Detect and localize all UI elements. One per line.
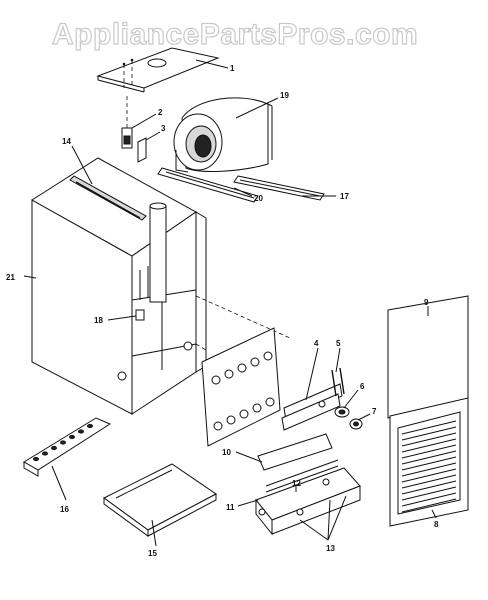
burner-port [60,440,66,445]
callout-1: 1 [230,64,235,73]
grille-louver [401,432,457,447]
part-14-top-rail [69,175,147,221]
callout-9: 9 [424,298,429,307]
burner-port [87,423,93,429]
grille-louver [401,462,457,477]
callout-21: 21 [6,273,15,282]
grille-louver [401,456,457,471]
callout-14: 14 [62,137,71,146]
part-10-deflector [257,433,333,471]
part-15-bottom-tray [103,463,217,537]
callout-20: 20 [254,194,263,203]
grille-louver [401,450,457,465]
grille-louver [401,474,457,489]
callout-15: 15 [148,549,157,558]
callout-4: 4 [314,339,319,348]
burner-access-panel [201,327,281,447]
callout-8: 8 [434,520,439,529]
burner-port [33,456,39,462]
grille-louver [401,498,457,513]
callout-12: 12 [292,479,301,488]
burner-port [78,429,84,434]
callout-17: 17 [340,192,349,201]
part-21-cabinet [31,157,207,415]
callout-16: 16 [60,505,69,514]
part-6-valve [334,406,350,418]
watermark: AppliancePartsPros.com [52,18,418,51]
callout-18-upper: 18 [94,316,103,325]
part-20-rail [157,167,259,203]
part-1-top-plate [96,47,220,93]
part-8-grille [389,397,469,527]
burner-port [42,451,48,456]
burner-port [69,434,75,440]
callout-6: 6 [360,382,365,391]
callout-2: 2 [158,108,163,117]
part-3-clip [137,137,147,163]
part-5-burners [331,367,345,397]
callout-13: 13 [326,544,335,553]
grille-louver [401,480,457,495]
burner-port [51,445,57,451]
grille-louver [401,468,457,483]
callout-10: 10 [222,448,231,457]
leader-lines [23,59,437,547]
part-11-12-tray [255,459,361,536]
callout-11: 11 [226,503,235,512]
grille-louver [401,426,457,441]
part-19-blower-housing [173,97,273,173]
grille-louver [401,492,457,507]
part-18-small-part [135,309,145,321]
grille-louver [401,444,457,459]
part-2-bracket [121,96,133,149]
grille-louver [401,438,457,453]
callout-5: 5 [336,339,341,348]
callout-7: 7 [372,407,377,416]
grille-louver [401,420,457,435]
part-7-fitting [349,418,363,430]
part-17-rail [233,175,325,201]
callout-3: 3 [161,124,166,133]
part-4-manifold [281,383,343,431]
part-16-burner-strip [23,417,112,477]
grille-louver [401,486,457,501]
callout-19: 19 [280,91,289,100]
